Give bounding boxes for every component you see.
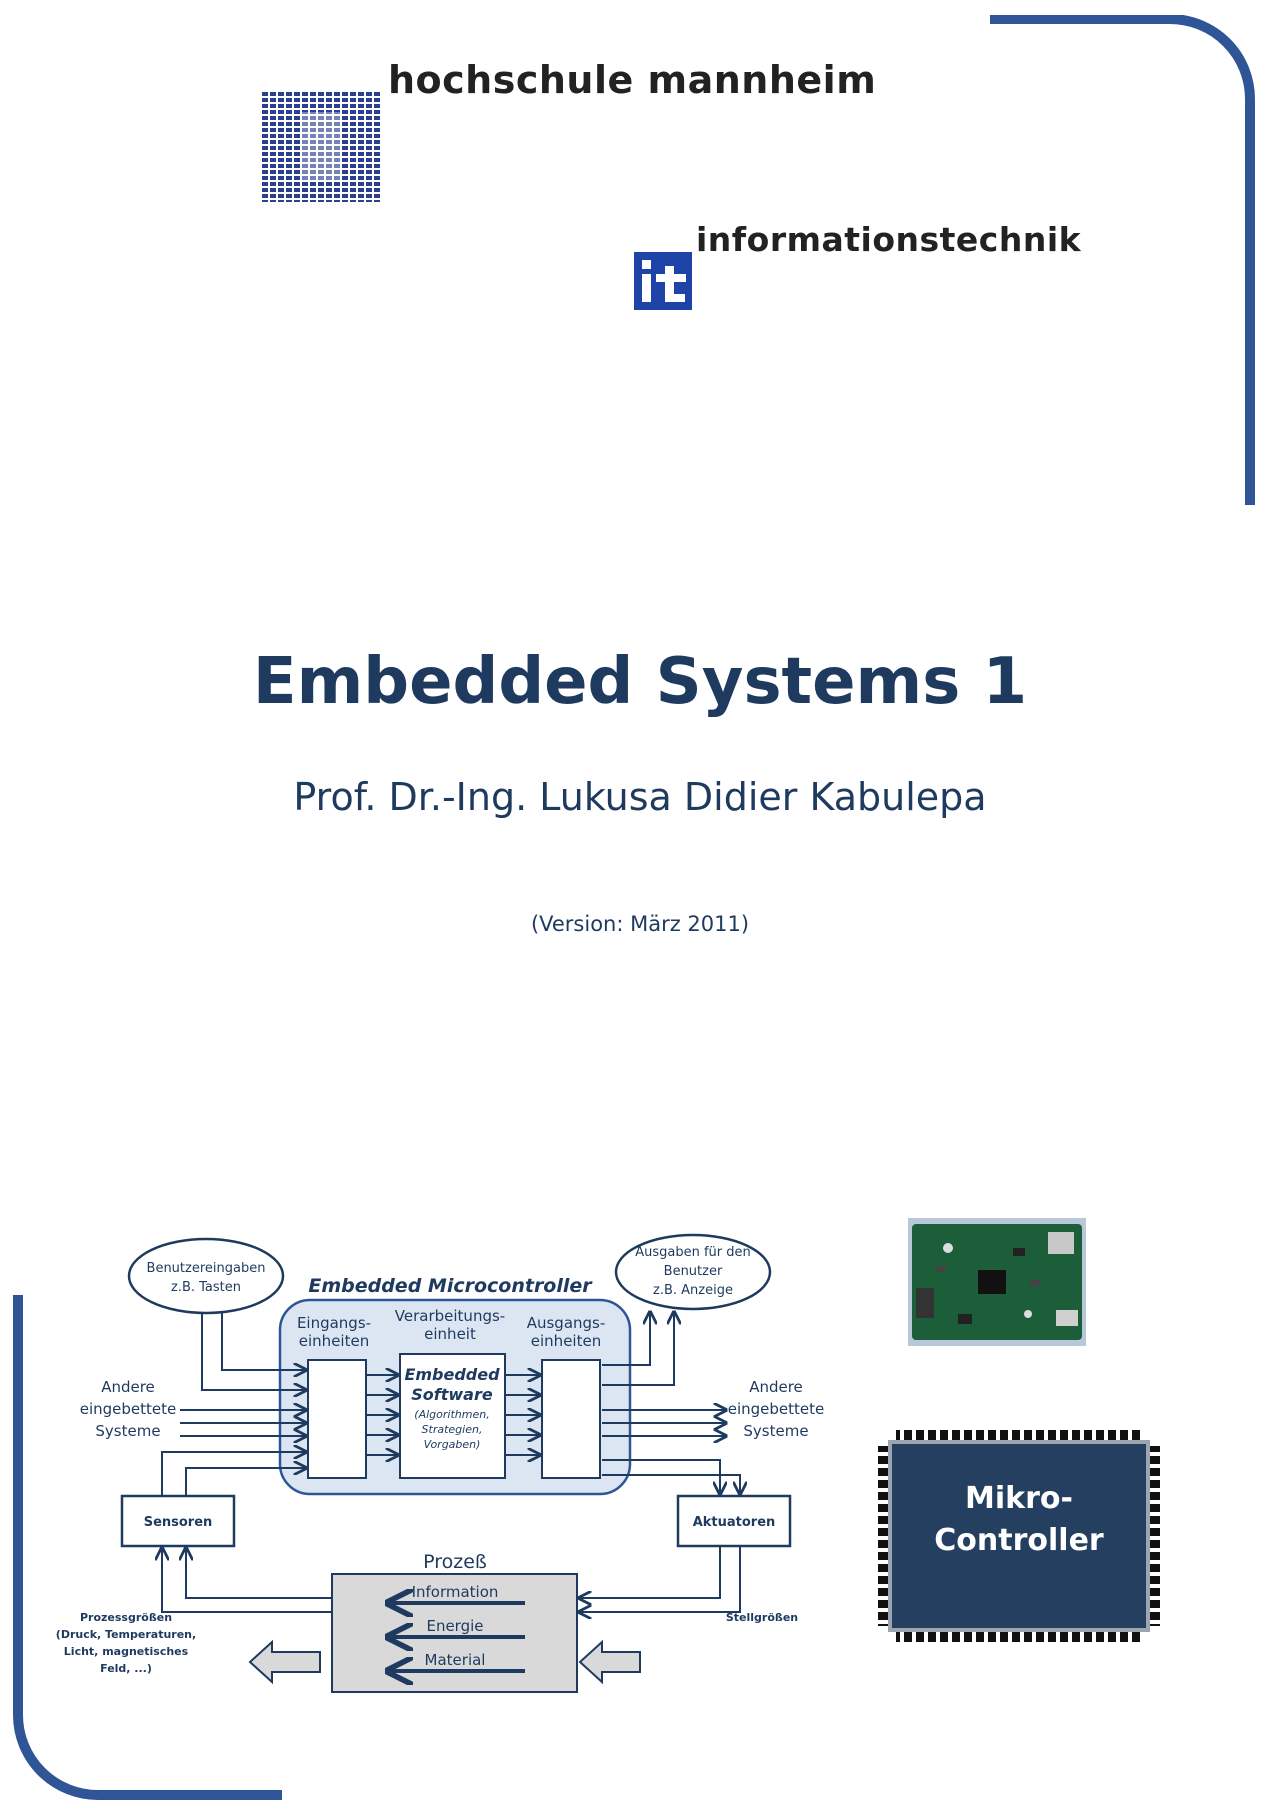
user-output-label-1: Ausgaben für den — [635, 1245, 751, 1260]
user-input-label-1: Benutzereingaben — [147, 1261, 266, 1276]
document-author: Prof. Dr.-Ing. Lukusa Didier Kabulepa — [293, 775, 987, 819]
processing-unit-box — [399, 1353, 506, 1479]
hochschule-mannheim-logo-text: hochschule mannheim — [388, 58, 877, 102]
hochschule-mannheim-logo-mark — [262, 92, 382, 202]
processing-unit-label-2: einheit — [424, 1325, 476, 1343]
microcontroller-label: Mikro- Controller — [934, 1481, 1104, 1558]
process-variables-label-4: Feld, ...) — [100, 1662, 152, 1675]
software-label-1: Embedded — [404, 1365, 500, 1384]
document-title: Embedded Systems 1 — [252, 645, 1028, 719]
software-note-1: (Algorithmen, — [414, 1408, 489, 1421]
process-row-information: Information — [412, 1583, 499, 1601]
microcontroller-chip-icon — [878, 1430, 1160, 1642]
corner-decoration-top-right — [990, 15, 1255, 505]
software-note-2: Strategien, — [422, 1423, 483, 1436]
other-systems-in-label-1: Andere — [101, 1378, 155, 1396]
actuators-box — [676, 1494, 792, 1548]
software-label-2: Software — [411, 1385, 493, 1404]
informationstechnik-logo-mark — [634, 252, 692, 310]
processing-unit-label-1: Verarbeitungs- — [395, 1307, 505, 1325]
actuators-label: Aktuatoren — [693, 1515, 776, 1530]
software-note-3: Vorgaben) — [424, 1438, 481, 1451]
other-systems-out-label-1: Andere — [749, 1378, 803, 1396]
sensors-label: Sensoren — [144, 1515, 213, 1530]
other-systems-in-label-3: Systeme — [95, 1422, 160, 1440]
input-units-label-1: Eingangs- — [297, 1314, 371, 1332]
pcb-photo — [908, 1218, 1086, 1346]
process-variables-label-2: (Druck, Temperaturen, — [56, 1628, 196, 1641]
diagram-heading: Embedded Microcontroller — [308, 1275, 593, 1297]
process-row-material: Material — [425, 1651, 486, 1669]
embedded-system-diagram: Embedded Microcontroller Eingangs- einhe… — [56, 1233, 825, 1693]
user-output-ellipse — [614, 1233, 772, 1311]
output-units-label-2: einheiten — [531, 1332, 601, 1350]
user-input-ellipse — [127, 1237, 285, 1315]
control-variables-label: Stellgrößen — [726, 1611, 798, 1624]
output-units-label-1: Ausgangs- — [527, 1314, 606, 1332]
document-version: (Version: März 2011) — [530, 912, 750, 936]
process-label: Prozeß — [423, 1551, 487, 1573]
material-out-arrow — [248, 1639, 321, 1685]
user-output-label-3: z.B. Anzeige — [653, 1283, 733, 1298]
process-variables-label-1: Prozessgrößen — [80, 1611, 172, 1624]
informationstechnik-logo-text: informationstechnik — [696, 220, 1082, 259]
sensors-box — [120, 1494, 236, 1548]
corner-decoration-bottom-left — [13, 1295, 282, 1800]
input-units-label-2: einheiten — [299, 1332, 369, 1350]
input-units-box — [307, 1359, 367, 1479]
user-output-label-2: Benutzer — [664, 1264, 723, 1279]
user-input-label-2: z.B. Tasten — [171, 1280, 241, 1295]
other-systems-in-label-2: eingebettete — [80, 1400, 177, 1418]
other-systems-out-label-3: Systeme — [743, 1422, 808, 1440]
output-units-box — [541, 1359, 601, 1479]
material-in-arrow — [578, 1639, 641, 1685]
process-variables-label-3: Licht, magnetisches — [64, 1645, 189, 1658]
other-systems-out-label-2: eingebettete — [728, 1400, 825, 1418]
process-row-energy: Energie — [426, 1617, 483, 1635]
